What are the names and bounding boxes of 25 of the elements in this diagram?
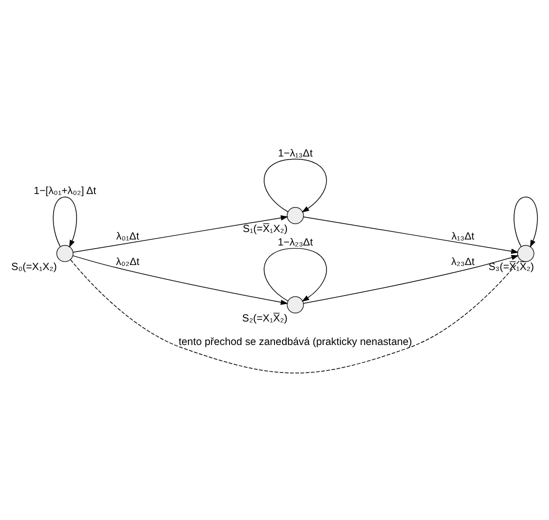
connector xyxy=(70,258,520,373)
edge-label: λ₁₃Δt xyxy=(452,231,474,242)
arrow xyxy=(303,254,519,304)
node-label: S₃(=X̅₁X̅₂) xyxy=(488,262,534,273)
edge-label: λ₀₂Δt xyxy=(116,256,140,268)
arrow xyxy=(52,196,77,247)
edge-label: λ₀₁Δt xyxy=(116,231,140,242)
node-label: S₀(=X₁X₂) xyxy=(11,262,57,273)
node-label: S₂(=X₁X̅₂) xyxy=(242,312,288,324)
arrow xyxy=(72,254,288,304)
node-circle xyxy=(286,296,304,313)
node-circle xyxy=(286,206,304,224)
arrow xyxy=(264,158,327,212)
arrow xyxy=(514,196,538,247)
node-label: S₁(=X̅₁X₂) xyxy=(242,224,288,235)
edge-label: 1−[λ₀₁+λ₀₂] Δt xyxy=(34,186,96,197)
node-circle xyxy=(56,244,74,262)
arrow xyxy=(264,247,327,302)
edge-label: tento přechod se zanedbává (prakticky nenastane) xyxy=(178,336,412,348)
node-circle xyxy=(517,244,534,262)
arrow xyxy=(72,214,288,252)
arrow xyxy=(303,216,519,254)
edge-label: 1−λ₂₃Δt xyxy=(278,236,313,248)
edge-label: 1−λ₁₃Δt xyxy=(278,148,313,159)
edge-label: λ₂₃Δt xyxy=(451,256,475,268)
